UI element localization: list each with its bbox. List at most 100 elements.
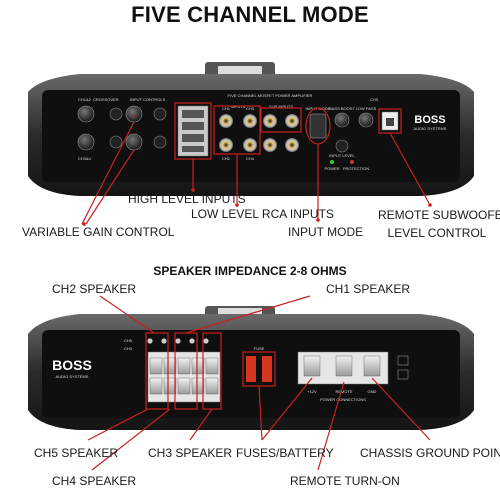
- top-control-panel: [42, 90, 460, 182]
- label-input-mode: INPUT MODE: [288, 225, 364, 239]
- ch2-speaker-leader: [99, 295, 155, 334]
- bass-boost-knob: [334, 112, 350, 128]
- ce-mark: [397, 369, 409, 380]
- remote-turn-on-leader: [317, 381, 345, 471]
- bottom-amplifier: BOSS AUDIO SYSTEMS CH: [28, 306, 474, 430]
- ch5-speaker-leader: [87, 408, 149, 441]
- ch12-text: CH1&2: [78, 97, 92, 102]
- label-ch1-speaker: CH1 SPEAKER: [326, 282, 411, 296]
- gnd-text: GND: [368, 389, 377, 394]
- label-ch2-speaker: CH2 SPEAKER: [52, 282, 137, 296]
- leader-dot: [191, 188, 195, 192]
- ch5-text: CH5: [124, 338, 133, 343]
- label-chassis-ground-point: CHASSIS GROUND POINT: [360, 446, 500, 460]
- protection-led: [350, 160, 354, 164]
- label-ch5-speaker: CH5 SPEAKER: [34, 446, 119, 460]
- gain-control-leader: [85, 149, 135, 225]
- mode-switch: [109, 107, 123, 121]
- bass-boost-text: BASS BOOST: [329, 106, 355, 111]
- rca-jack-ch5: [263, 138, 277, 152]
- terminal-screw: [205, 377, 219, 395]
- terminal-screw: [177, 377, 191, 395]
- speaker-led: [175, 338, 181, 344]
- input-level-text: INPUT LEVEL: [329, 153, 355, 158]
- speaker-terminal-block: [147, 351, 221, 403]
- battery-leader: [261, 377, 313, 441]
- power-terminal-remote: [335, 355, 353, 377]
- fuses-leader: [258, 385, 263, 441]
- terminal-screw: [149, 357, 163, 375]
- ch1-text: CH1: [222, 106, 231, 111]
- label-ch3-speaker: CH3 SPEAKER: [148, 446, 233, 460]
- ch5-top-text: CH5: [370, 97, 379, 102]
- top-amplifier: FIVE CHANNEL MOSFET POWER AMPLIFIER BOSS…: [28, 62, 474, 196]
- ch3-text: CH3: [124, 346, 133, 351]
- leader-dot: [428, 203, 432, 207]
- input-level-knob: [335, 139, 349, 153]
- speaker-led: [203, 338, 209, 344]
- input-mode-switch: [309, 113, 327, 139]
- top-brand-sub: AUDIO SYSTEMS: [414, 126, 447, 131]
- leader-dot: [316, 218, 320, 222]
- rca-jack-ch1: [219, 114, 233, 128]
- leader-dot: [82, 222, 86, 226]
- ch2-text: CH2: [222, 156, 231, 161]
- leader-dot: [235, 203, 239, 207]
- speaker-led: [189, 338, 195, 344]
- crossover-text: CROSSOVER: [93, 97, 119, 102]
- label-fuses-battery: FUSES/BATTERY: [236, 446, 334, 460]
- terminal-screw: [191, 357, 205, 375]
- crossover-knob: [77, 105, 95, 123]
- label-high-level-inputs: HIGH LEVEL INPUTS: [128, 192, 246, 206]
- sub-inputs-highlight: [260, 107, 302, 133]
- speaker-impedance-heading: SPEAKER IMPEDANCE 2-8 OHMS: [153, 264, 347, 278]
- ch2-speaker-highlight: [145, 332, 169, 410]
- terminal-screw: [177, 357, 191, 375]
- ch4-speaker-leader: [91, 408, 171, 471]
- low-pass-knob: [358, 112, 374, 128]
- label-remote-subwoofer-line1: REMOTE SUBWOOFER: [378, 208, 500, 222]
- remote-text: REMOTE: [335, 389, 352, 394]
- terminal-screw: [191, 377, 205, 395]
- speaker-led: [161, 338, 167, 344]
- label-ch4-speaker: CH4 SPEAKER: [52, 474, 137, 488]
- power-text: POWER: [324, 166, 339, 171]
- page-title: FIVE CHANNEL MODE: [131, 2, 369, 27]
- ch3-text: CH3: [246, 106, 255, 111]
- plus-12v-text: +12V: [307, 389, 317, 394]
- terminal-screw: [163, 377, 177, 395]
- ch4-text: CH4: [246, 156, 255, 161]
- power-terminal-12v: [303, 355, 321, 377]
- rca-jack-sub: [263, 114, 277, 128]
- crossover-knob: [77, 133, 95, 151]
- mode-switch: [109, 135, 123, 149]
- top-brand-logo: BOSS: [414, 114, 445, 126]
- sensitivity-switch: [153, 135, 167, 149]
- bottom-brand-logo: BOSS: [52, 357, 92, 373]
- terminal-screw: [205, 357, 219, 375]
- fuse-text: FUSE: [254, 346, 265, 351]
- label-variable-gain-control: VARIABLE GAIN CONTROL: [22, 225, 175, 239]
- low-pass-text: LOW PASS: [356, 106, 377, 111]
- terminal-screw: [149, 377, 163, 395]
- ch34-text: CH3&4: [78, 156, 92, 161]
- connector-slot: [182, 146, 204, 152]
- speaker-led: [147, 338, 153, 344]
- label-remote-subwoofer-line2: LEVEL CONTROL: [387, 226, 487, 240]
- power-led: [330, 160, 334, 164]
- rca-jack-ch3: [243, 114, 257, 128]
- rca-jack-ch4: [243, 138, 257, 152]
- terminal-screw: [163, 357, 177, 375]
- label-low-level-rca-inputs: LOW LEVEL RCA INPUTS: [191, 207, 334, 221]
- connector-slot: [182, 134, 204, 142]
- protection-text: PROTECTION: [343, 166, 369, 171]
- label-remote-subwoofer-level-control: REMOTE SUBWOOFER LEVEL CONTROL: [378, 206, 500, 242]
- rca-jack-ch5: [285, 138, 299, 152]
- gain-knob: [125, 133, 143, 151]
- label-remote-turn-on: REMOTE TURN-ON: [290, 474, 400, 488]
- fuse: [246, 356, 256, 382]
- certification-mark: [397, 355, 409, 366]
- ground-leader: [371, 377, 431, 441]
- power-connections-text: POWER CONNECTIONS: [320, 397, 366, 402]
- sensitivity-switch: [153, 107, 167, 121]
